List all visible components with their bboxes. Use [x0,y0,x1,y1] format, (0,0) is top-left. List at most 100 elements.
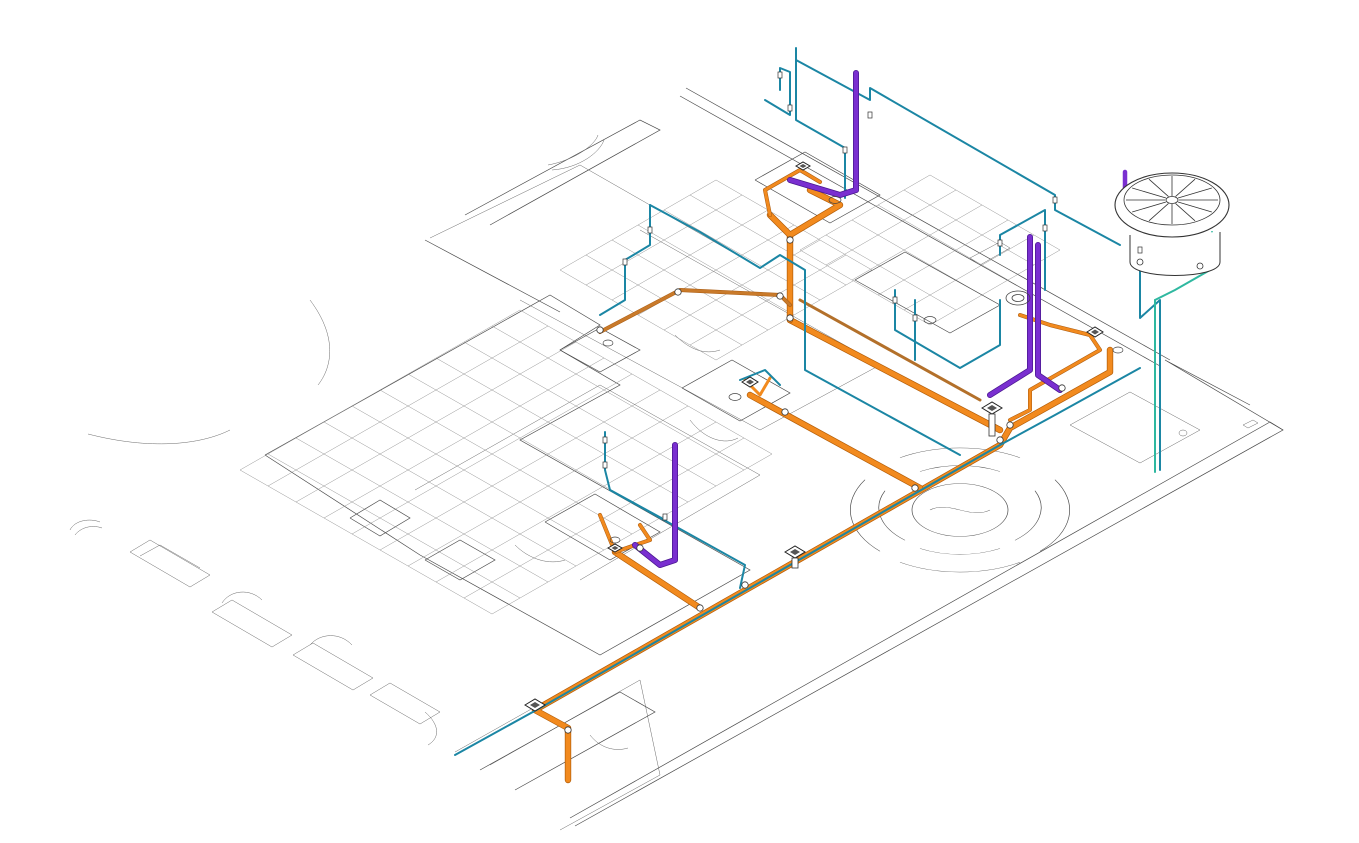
valve-marker [1042,224,1048,232]
vent-right-stack-2 [1035,242,1063,393]
grid-line [323,357,605,519]
pipe-coupling [741,581,749,589]
valve-marker [997,239,1003,247]
east-room-small [1242,419,1259,429]
outer-wall-north [685,87,1171,361]
lower-corridor-wall [479,691,656,791]
floor-drain-east [981,401,1003,437]
stall-5 [369,682,441,725]
grid-line [239,309,521,471]
grid-line [929,174,1061,251]
parking-stalls [69,519,441,746]
grid-line [491,325,745,471]
window-block-2 [424,539,496,581]
pipe-coupling [911,484,919,492]
grid-line [585,194,743,286]
plaza-ring-outer-right [1039,479,1070,552]
tank-valve-right [1196,262,1204,270]
cw-right-room [894,289,1001,369]
tank-valve-left [1136,258,1144,266]
pipe-coupling [564,726,572,734]
tiled-floor-grid [239,174,1061,615]
cw-top-drop [795,59,846,199]
grid-line [663,239,821,331]
stall-3 [211,599,293,648]
valve-marker [892,296,898,304]
plaza-ring-outer-bottom [899,562,1021,573]
valve-marker [602,461,608,469]
vent-stack [632,70,1128,568]
stall-arc-3 [221,591,263,604]
wc-bowl-right [923,316,937,324]
grid-line [689,254,847,346]
architectural-plan [69,87,1284,831]
toilet-room-right-inner [969,241,1011,266]
plaza-center-wave [929,506,991,514]
floor-drain-top [794,161,812,171]
pipe-coupling [1058,384,1066,392]
grid-line [903,234,1035,311]
left-room-branch [598,288,792,334]
tank-spoke [1175,203,1196,222]
vent-right-stack [987,234,1033,398]
wc-bowl-mid [728,393,742,401]
valve-marker [842,146,848,154]
grid-line [407,405,689,567]
shower-drain-right-inner [1011,294,1025,302]
branch-mid [747,392,923,491]
grid-line [825,234,957,311]
door-swing-arc-court [589,734,629,750]
floor-drain-low [606,543,624,553]
cw-low-run [609,489,746,589]
valve-marker [777,71,783,79]
wc-bowl-east [1112,346,1124,354]
grid-line [903,189,1035,266]
grid-line [799,174,931,251]
grid-line [323,421,577,567]
plaza-ring-mid-bottom [919,548,1001,555]
grid-line [463,341,717,487]
stall-arc-1b [74,526,103,536]
stall-arc-1 [69,519,101,531]
grid-line [715,269,873,361]
central-to-right-thin [798,298,982,402]
grid-line [491,453,773,615]
tank-body [1129,232,1221,276]
plaza-ring-outer-left [850,479,881,552]
grid-line [799,249,931,326]
grid-line [851,204,983,281]
grid-line [825,189,957,266]
vent-top-stack [787,70,859,198]
grid-line [295,341,577,503]
door-swing-arc-large-2 [87,429,231,445]
grid-line [463,437,745,599]
tank-spoke [1132,201,1167,213]
tank-spoke [1148,178,1169,197]
valve-marker [1052,196,1058,204]
vent-low-stack [632,442,678,568]
pipe-coupling [781,408,789,416]
north-wall-line [464,119,661,226]
left-wing-inner [414,384,761,581]
pipe-coupling [996,436,1004,444]
toilet-room-left [559,327,641,373]
cw-top-riser [795,47,1121,246]
grid-line [239,469,493,615]
tank-lid-inner [1123,174,1221,226]
pipe-coupling [776,292,784,300]
cw-east-drop [1139,244,1161,471]
tank-lid-hub [1165,196,1179,204]
door-swing-arc-top [547,134,599,166]
outer-wall-east [1164,359,1284,431]
north-wall-line-3 [429,164,761,269]
cw-low-riser [604,431,666,521]
north-wall-line-2 [424,239,561,313]
toilet-room-low [544,493,661,561]
valve-marker [662,513,668,521]
grid-line [611,209,769,301]
sanitary-waste [531,168,1114,784]
courtyard-path [489,679,661,831]
grid-line [435,357,689,503]
